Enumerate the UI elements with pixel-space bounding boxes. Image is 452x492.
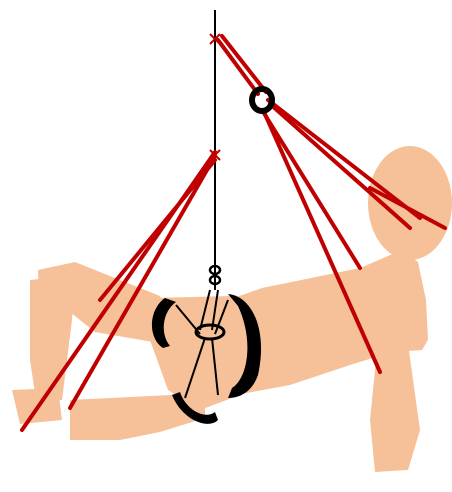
shin-shape [30, 275, 75, 400]
rope-top-to-ring-2 [222, 36, 266, 92]
lower-leg-shape [70, 392, 205, 440]
rope-top-to-ring-1 [218, 40, 258, 94]
rope-mid-to-leg-3 [100, 160, 215, 300]
suspension-ring [252, 89, 272, 111]
